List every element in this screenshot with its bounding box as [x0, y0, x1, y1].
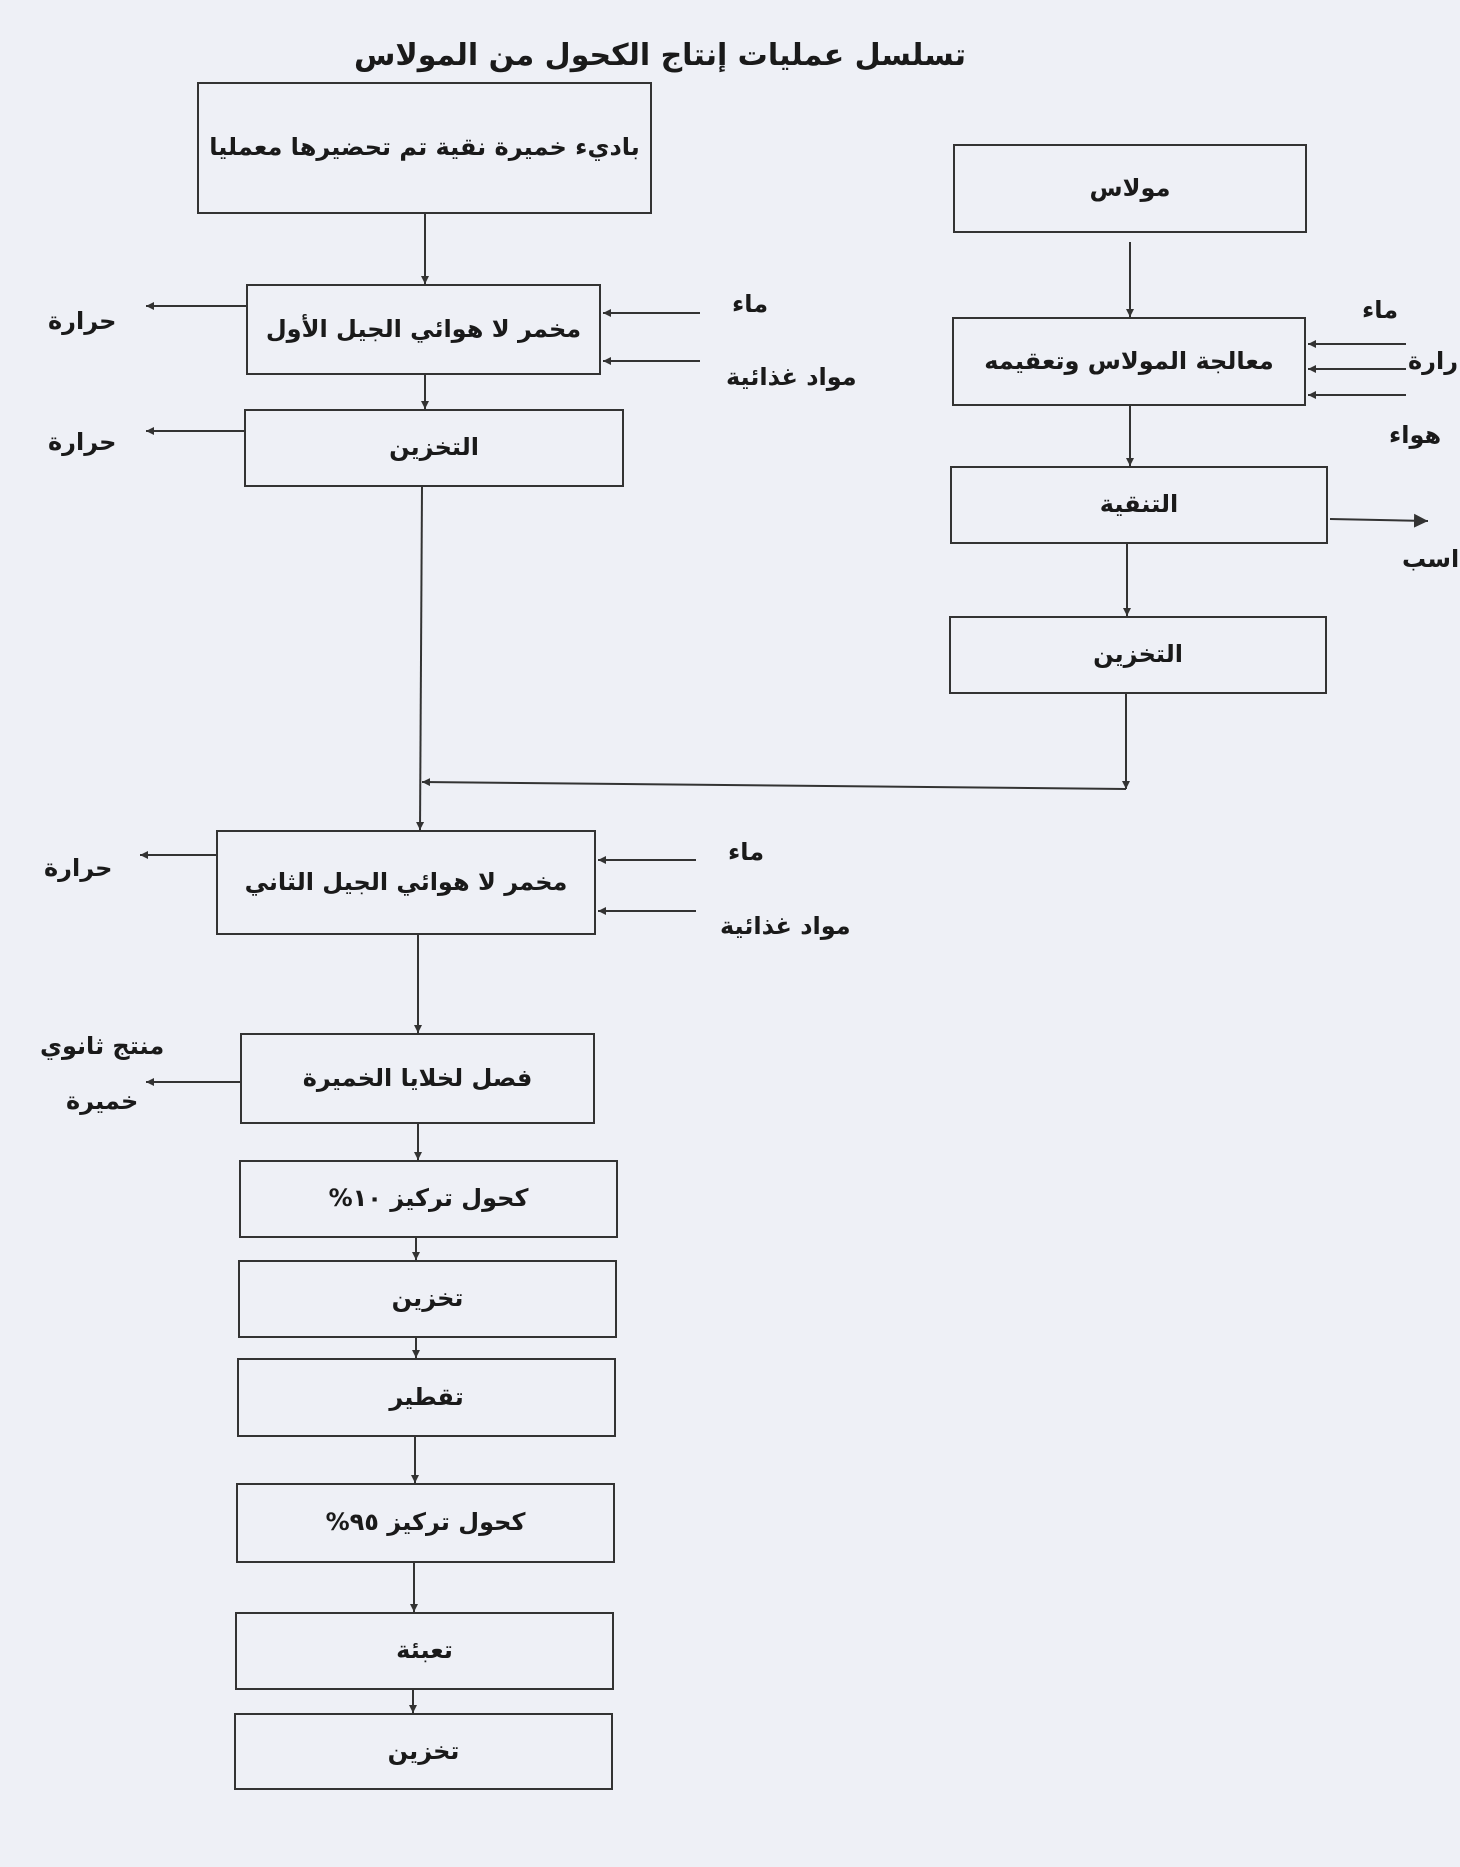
box-treat: معالجة المولاس وتعقيمه — [952, 317, 1306, 406]
box-molasses: مولاس — [953, 144, 1307, 233]
box-separate: فصل لخلايا الخميرة — [240, 1033, 595, 1124]
label-sediment: اسب — [1402, 545, 1460, 573]
label-air-r: هواء — [1389, 421, 1442, 449]
arrow-sediment-out — [1329, 513, 1429, 528]
box-store4: تخزين — [234, 1713, 613, 1790]
box-store2: التخزين — [949, 616, 1327, 694]
box-ferm1: مخمر لا هوائي الجيل الأول — [246, 284, 601, 375]
label-heat-r: رارة — [1408, 347, 1459, 375]
box-starter: باديء خميرة نقية تم تحضيرها معمليا — [197, 82, 652, 214]
arrow-merge-left — [421, 778, 1127, 790]
box-ferm2: مخمر لا هوائي الجيل الثاني — [216, 830, 596, 935]
label-water1: ماء — [732, 290, 769, 318]
box-fill: تعبئة — [235, 1612, 614, 1690]
diagram-title: تسلسل عمليات إنتاج الكحول من المولاس — [354, 38, 966, 73]
box-distill: تقطير — [237, 1358, 616, 1437]
arrow-store1-to-ferm2 — [416, 486, 425, 831]
box-purify: التنقية — [950, 466, 1328, 544]
label-heat3: حرارة — [44, 854, 113, 882]
label-heat2: حرارة — [48, 428, 117, 456]
box-store3: تخزين — [238, 1260, 617, 1338]
label-water2: ماء — [728, 838, 765, 866]
label-nutrients1: مواد غذائية — [726, 363, 857, 391]
label-byproduct-line1: منتج ثانوي — [40, 1032, 165, 1060]
box-alc95: كحول تركيز ٩٥% — [236, 1483, 615, 1563]
label-heat1: حرارة — [48, 307, 117, 335]
box-alc10: كحول تركيز ١٠% — [239, 1160, 618, 1238]
label-nutrients2: مواد غذائية — [720, 912, 851, 940]
label-water-r: ماء — [1362, 296, 1399, 324]
label-byproduct-line2: خميرة — [66, 1087, 139, 1115]
box-store1: التخزين — [244, 409, 624, 487]
